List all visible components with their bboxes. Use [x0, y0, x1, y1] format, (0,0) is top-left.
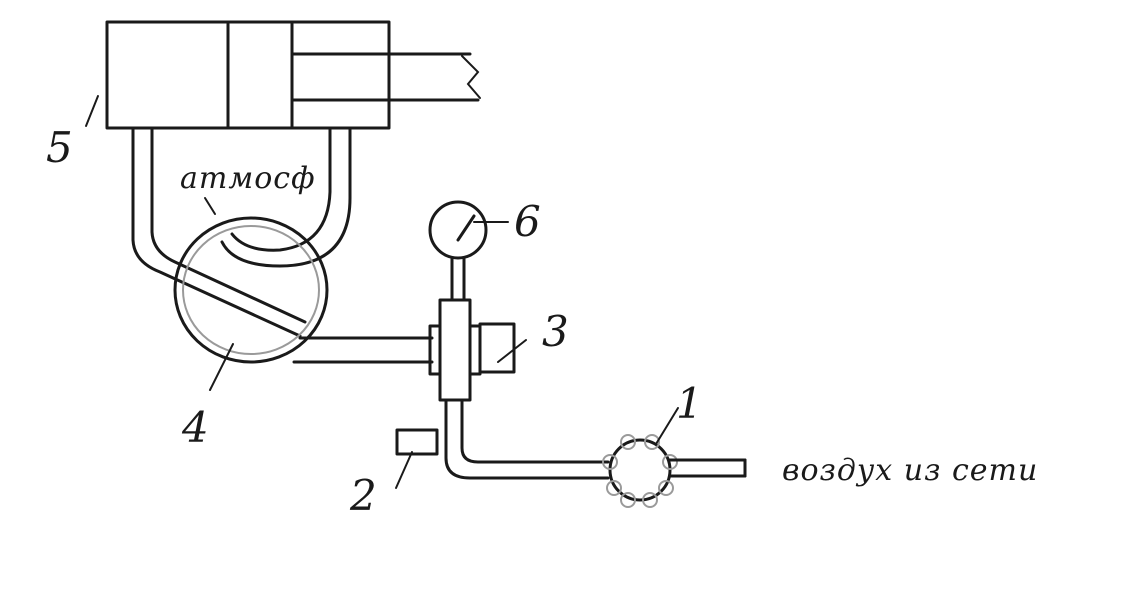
cylinder-5 — [105, 20, 391, 130]
label-4: 4 — [181, 403, 209, 452]
valve-body — [428, 298, 482, 402]
piston-rod — [290, 52, 481, 102]
inlet-pipe — [668, 458, 747, 478]
label-1: 1 — [676, 379, 703, 428]
pipe-left-chamber — [131, 126, 307, 338]
label-3: 3 — [542, 307, 569, 356]
valve-1 — [602, 434, 678, 508]
label-5: 5 — [46, 123, 73, 172]
leader-lines — [85, 95, 679, 489]
distributor-4 — [173, 216, 329, 364]
label-6: 6 — [514, 197, 541, 246]
label-air-from-network: воздух из сети — [782, 453, 1038, 488]
label-atmosphere: атмосф — [180, 161, 316, 196]
element-2 — [395, 428, 439, 456]
label-2: 2 — [349, 471, 377, 520]
element-3 — [478, 322, 516, 374]
supply-line — [444, 398, 610, 480]
pipe-right-chamber — [220, 126, 352, 268]
pipe-to-valve — [292, 336, 434, 364]
pressure-gauge-6 — [428, 200, 488, 302]
